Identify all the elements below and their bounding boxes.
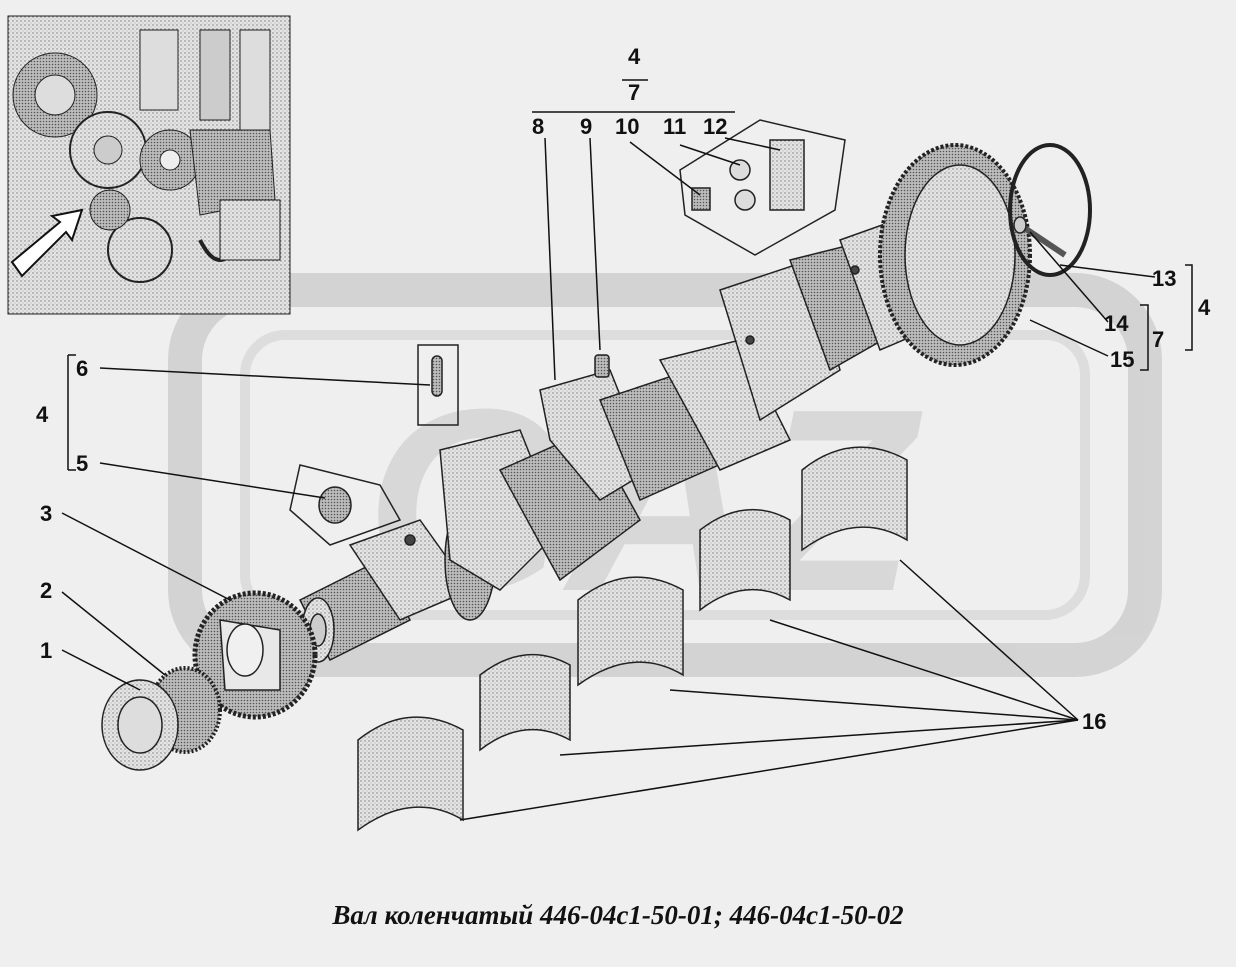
callout-16: 16 <box>1082 709 1107 734</box>
callout-10: 10 <box>615 114 640 139</box>
callout-1: 1 <box>40 638 53 663</box>
location-arrow-icon <box>10 208 84 278</box>
callout-8: 8 <box>532 114 545 139</box>
callout-4-right: 4 <box>1198 295 1211 320</box>
callout-3: 3 <box>40 501 53 526</box>
small-parts <box>289 119 846 546</box>
callout-7-top: 7 <box>628 80 641 105</box>
callout-4-top: 4 <box>628 44 641 69</box>
bearing-shells <box>357 446 908 832</box>
callout-6: 6 <box>76 356 89 381</box>
rear-gear <box>878 143 1092 367</box>
callout-4-left: 4 <box>36 402 49 427</box>
callout-14: 14 <box>1104 311 1129 336</box>
callout-12: 12 <box>703 114 728 139</box>
front-gear-stack <box>101 590 318 771</box>
callout-13: 13 <box>1152 266 1177 291</box>
callout-15: 15 <box>1110 347 1135 372</box>
callout-5: 5 <box>76 451 89 476</box>
leader-lines <box>61 79 1193 821</box>
callout-9: 9 <box>580 114 593 139</box>
engine-inset-sketch <box>7 15 291 315</box>
callout-7-right: 7 <box>1152 327 1165 352</box>
callout-11: 11 <box>663 114 687 139</box>
crankshaft <box>298 214 951 663</box>
callout-2: 2 <box>40 578 53 603</box>
diagram-caption: Вал коленчатый 446-04с1-50-01; 446-04с1-… <box>332 900 904 930</box>
